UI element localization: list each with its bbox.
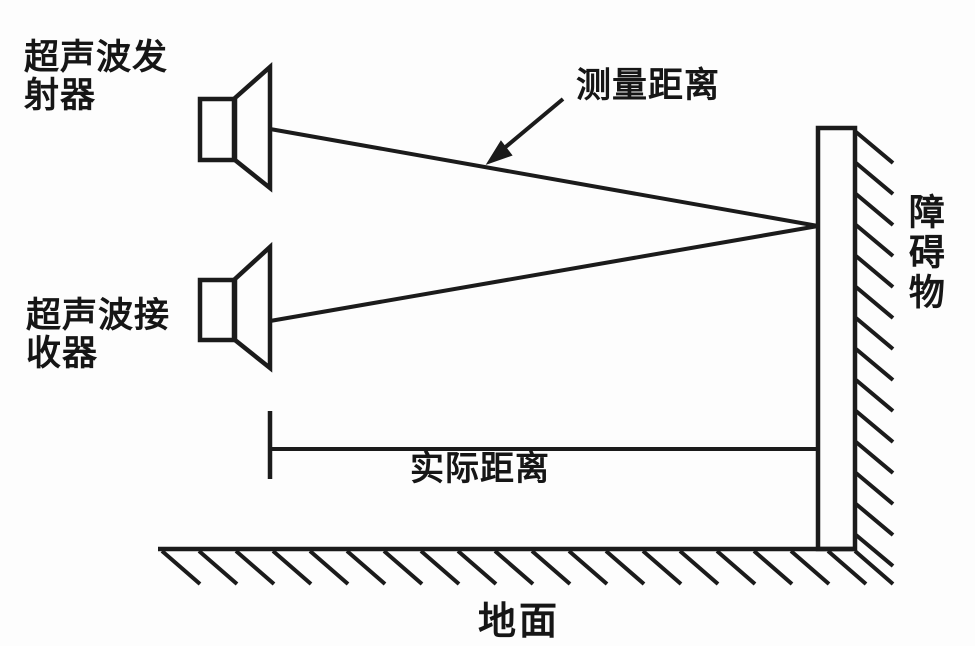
measured-distance-label: 测量距离 xyxy=(576,66,721,106)
transmitter-speaker-icon xyxy=(197,62,273,193)
obstacle-wall-hatching xyxy=(854,130,895,568)
ground-label: 地面 xyxy=(478,599,561,643)
ground-hatching xyxy=(160,549,895,586)
transmitter-driver-box xyxy=(197,96,237,163)
obstacle-label: 障碍物 xyxy=(902,193,944,313)
receiver-label: 超声波接收器 xyxy=(26,296,171,374)
obstacle-wall xyxy=(815,125,858,552)
receiver-horn xyxy=(232,241,273,373)
transmitter-label: 超声波发射器 xyxy=(24,38,169,116)
measured-distance-arrow-icon xyxy=(485,97,565,165)
actual-distance-label: 实际距离 xyxy=(410,449,550,489)
transmit-beam-line xyxy=(269,127,819,228)
receive-beam-line xyxy=(269,224,819,323)
transmitter-horn xyxy=(232,62,273,193)
receiver-driver-box xyxy=(197,277,237,343)
receiver-speaker-icon xyxy=(197,241,273,373)
